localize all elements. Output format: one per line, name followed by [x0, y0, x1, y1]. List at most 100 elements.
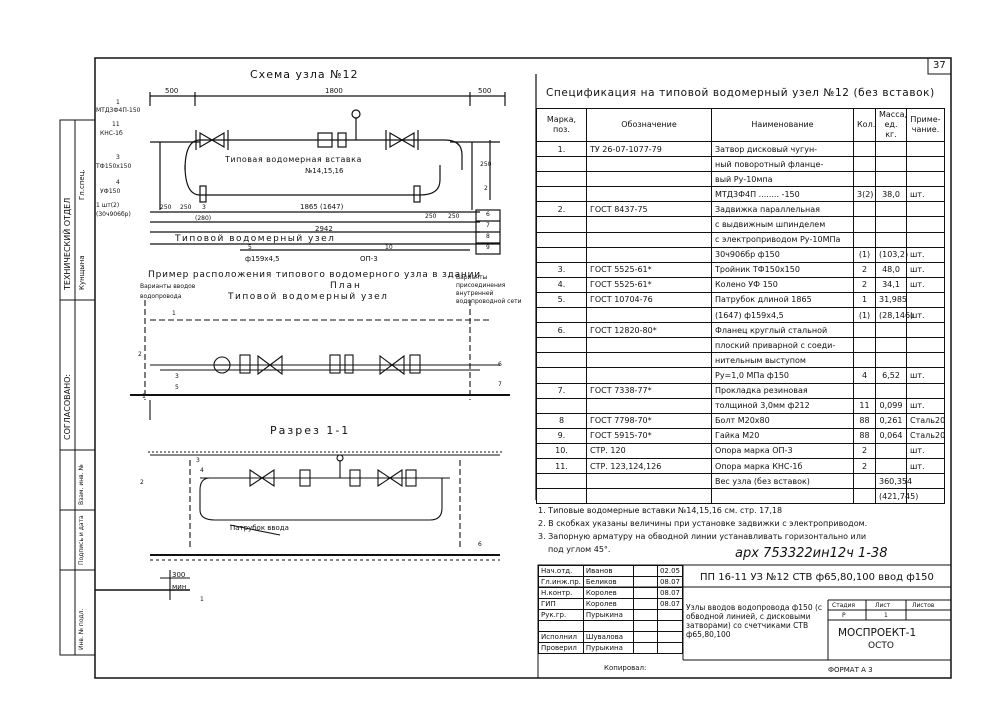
- dim-small-3: 3: [202, 204, 206, 211]
- mark-2: 2: [484, 185, 488, 192]
- table-cell: ный поворотный фланце-: [711, 156, 854, 173]
- table-cell: ТУ 26-07-1077-79: [586, 140, 712, 158]
- table-row: с выдвижным шпинделем: [536, 216, 945, 233]
- table-cell: [853, 337, 876, 354]
- table-cell: МТД3Ф4П ........ -150: [711, 186, 854, 203]
- role-person: Королев: [582, 598, 634, 610]
- label-mtd: МТД3Ф4П-150: [96, 107, 141, 114]
- stage-value: Р: [842, 612, 846, 619]
- role-signature: [632, 631, 658, 643]
- table-cell: [853, 140, 876, 158]
- table-cell: [853, 322, 876, 339]
- role-signature: [632, 565, 658, 577]
- plan-left-note: Варианты вводов водопровода: [140, 283, 196, 300]
- role-signature: [632, 576, 658, 588]
- spec-title: Спецификация на типовой водомерный узел …: [546, 87, 935, 99]
- table-cell: [586, 246, 712, 263]
- table-cell: Ру=1,0 МПа ф150: [711, 367, 854, 384]
- table-cell: [536, 352, 587, 369]
- strip-row-1: Гл.спец.: [78, 169, 86, 200]
- table-cell: [875, 140, 907, 158]
- section-mark-1: 1: [200, 596, 204, 603]
- mark-10: 10: [385, 244, 393, 251]
- table-cell: ГОСТ 12820-80*: [586, 322, 712, 339]
- table-cell: 2: [853, 261, 876, 278]
- insert-no: №14,15,16: [305, 167, 344, 175]
- mark-250: 250: [480, 161, 492, 168]
- table-cell: (1647) ф159х4,5: [711, 307, 854, 324]
- table-cell: [906, 216, 945, 233]
- table-cell: [875, 171, 907, 188]
- dim-small-1: 250: [160, 204, 172, 211]
- section-mark-4: 4: [200, 467, 204, 474]
- table-cell: [536, 216, 587, 233]
- table-cell: [586, 352, 712, 369]
- table-cell: шт.: [906, 276, 945, 293]
- table-cell: [586, 216, 712, 233]
- spec-header: Кол.: [853, 108, 876, 142]
- table-cell: [875, 352, 907, 369]
- table-cell: [536, 337, 587, 354]
- table-cell: шт.: [906, 397, 945, 414]
- table-cell: Гайка М20: [711, 427, 854, 444]
- table-cell: 30ч906бр ф150: [711, 246, 854, 263]
- role-title: Исполнил: [538, 631, 584, 643]
- mark-6: 6: [486, 211, 490, 218]
- section-pipe-note: Патрубок ввода: [230, 524, 289, 532]
- table-cell: [906, 291, 945, 309]
- sheet-header: Лист: [875, 602, 891, 609]
- table-cell: 2: [853, 457, 876, 475]
- table-cell: [586, 397, 712, 414]
- table-cell: [586, 337, 712, 354]
- table-cell: [586, 231, 712, 248]
- table-cell: [853, 201, 876, 218]
- plan-node-label: Типовой водомерный узел: [228, 292, 389, 302]
- plan-mark-6: 6: [498, 361, 502, 368]
- node-label: Типовой водомерный узел: [175, 234, 336, 244]
- table-cell: [906, 231, 945, 248]
- scheme-title: Схема узла №12: [250, 68, 359, 81]
- role-person: Королев: [582, 587, 634, 599]
- table-cell: 88: [853, 412, 876, 429]
- table-cell: Прокладка резиновая: [711, 382, 854, 399]
- org-dept: ОСТО: [868, 641, 894, 651]
- role-title: Н.контр.: [538, 587, 584, 599]
- section-drawing: [95, 451, 502, 600]
- label-4: 4: [116, 179, 120, 186]
- role-person: Беликов: [582, 576, 634, 588]
- table-cell: [906, 322, 945, 339]
- table-cell: [536, 171, 587, 188]
- table-cell: 11.: [536, 457, 587, 475]
- table-cell: [875, 382, 907, 399]
- table-cell: 7.: [536, 382, 587, 399]
- table-cell: 0,261: [875, 412, 907, 429]
- section-mark-2: 2: [140, 479, 144, 486]
- table-cell: 8: [536, 412, 587, 429]
- table-cell: [875, 231, 907, 248]
- role-signature: [632, 609, 658, 621]
- table-row: ный поворотный фланце-: [536, 156, 945, 173]
- table-cell: [906, 382, 945, 399]
- plan-mark-2: 2: [138, 351, 142, 358]
- role-date: 08.07: [656, 576, 684, 588]
- table-cell: (1): [853, 246, 876, 263]
- table-row: нительным выступом: [536, 352, 945, 369]
- mark-5: 5: [248, 244, 252, 251]
- table-cell: [586, 488, 712, 505]
- table-cell: 5.: [536, 291, 587, 309]
- sheet-value: 1: [884, 612, 888, 619]
- table-cell: [536, 367, 587, 384]
- table-cell: Колено УФ 150: [711, 276, 854, 293]
- table-cell: Сталь20: [906, 427, 945, 444]
- table-cell: [875, 216, 907, 233]
- table-cell: [536, 231, 587, 248]
- plan-mark-7: 7: [498, 381, 502, 388]
- stage-header: Стадия: [832, 602, 856, 609]
- role-title: Гл.инж.пр.: [538, 576, 584, 588]
